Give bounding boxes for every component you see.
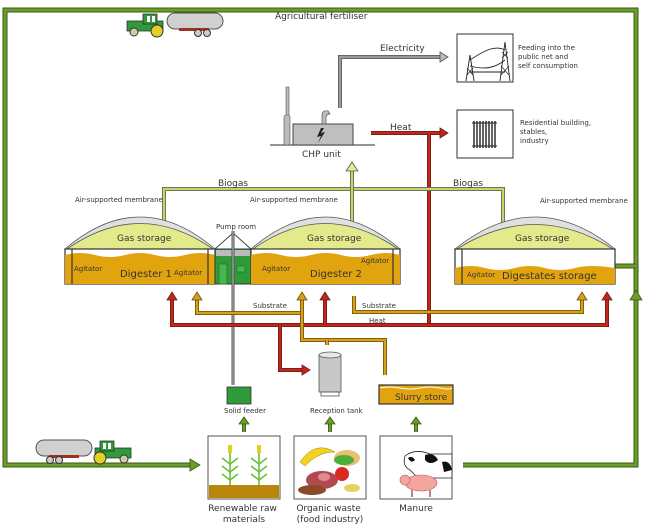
residential-line-2: stables, [520, 128, 547, 136]
arrow-right-icon [189, 458, 201, 472]
arrow-up-icon [319, 291, 331, 301]
pump-room-label: Pump room [216, 223, 256, 231]
pump-room-icon [213, 231, 253, 385]
solid-feeder-label: Solid feeder [224, 407, 266, 415]
arrow-up-icon [601, 291, 613, 301]
gas-storage-label-3: Gas storage [515, 234, 570, 244]
arrow-up-icon [166, 291, 178, 301]
lightning-icon [317, 128, 325, 143]
digester-2-label: Digester 2 [310, 269, 362, 280]
feeding-line-1: Feeding into the [518, 44, 575, 52]
digester-1 [63, 216, 217, 285]
digestates-storage [453, 216, 617, 285]
arrow-up-icon [629, 289, 643, 301]
arrow-up-icon [238, 416, 250, 432]
arrow-right-icon [439, 51, 449, 63]
heat-label-bottom: Heat [369, 317, 386, 325]
electricity-label: Electricity [380, 44, 425, 54]
membrane-label-3: Air-supported membrane [540, 197, 628, 205]
reception-tank-icon [318, 351, 342, 397]
arrow-right-icon [301, 364, 311, 376]
residential-line-3: industry [520, 137, 549, 145]
chp-unit-icon [270, 86, 375, 146]
digestates-storage-label: Digestates storage [502, 271, 597, 282]
heat-label-top: Heat [390, 123, 412, 133]
agitator-label-1a: Agitator [74, 265, 102, 273]
residential-line-1: Residential building, [520, 119, 591, 127]
renewable-label-1: Renewable raw [208, 504, 277, 514]
renewable-label-2: materials [223, 515, 266, 525]
substrate-pipe [195, 296, 584, 375]
gas-storage-label-1: Gas storage [117, 234, 172, 244]
manure-label: Manure [399, 504, 433, 514]
substrate-label-right: Substrate [362, 302, 396, 310]
gas-storage-label-2: Gas storage [307, 234, 362, 244]
svg-text:Residential building, stab: Residential building, stables, industry [520, 119, 593, 145]
svg-text:Renewable raw materials: Renewable raw materials [208, 504, 280, 525]
substrate-label-left: Substrate [253, 302, 287, 310]
arrow-up-icon [345, 161, 359, 172]
agitator-label-3: Agitator [467, 271, 495, 279]
heat-pipe-bottom [170, 299, 609, 372]
digester-1-label: Digester 1 [120, 269, 172, 280]
arrow-up-icon [296, 291, 308, 301]
feeding-line-3: self consumption [518, 62, 578, 70]
agricultural-fertiliser-label: Agricultural fertiliser [275, 12, 368, 22]
heat-pipe-top [371, 127, 449, 325]
manure-icon [379, 435, 453, 500]
tractor-tanker-icon-top [126, 12, 224, 38]
arrow-up-icon [324, 416, 336, 432]
organic-waste-icon [293, 435, 367, 500]
organic-waste-label-1: Organic waste [296, 504, 361, 514]
tractor-tanker-icon-bottom [35, 439, 132, 465]
electricity-pipe [338, 51, 449, 108]
agitator-label-1b: Agitator [174, 269, 202, 277]
renewable-materials-icon [207, 435, 281, 500]
slurry-store-label: Slurry store [395, 393, 448, 403]
chp-unit-label: CHP unit [302, 150, 341, 160]
reception-tank-label: Reception tank [310, 407, 364, 415]
power-grid-icon [456, 33, 514, 83]
biogas-label-right: Biogas [453, 179, 483, 189]
solid-feeder-icon [226, 386, 252, 405]
slurry-store-icon [378, 384, 454, 405]
arrow-right-icon [439, 127, 449, 139]
feeding-line-2: public net and [518, 53, 568, 61]
membrane-label-1: Air-supported membrane [75, 196, 163, 204]
agitator-label-2b: Agitator [361, 257, 389, 265]
biogas-label-left: Biogas [218, 179, 248, 189]
svg-text:Feeding into the public ne: Feeding into the public net and self con… [518, 44, 578, 70]
agitator-label-2: Agitator [262, 265, 290, 273]
radiator-icon [456, 109, 514, 159]
svg-text:Organic waste (food indust: Organic waste (food industry) [296, 504, 363, 525]
arrow-up-icon [576, 291, 588, 301]
arrow-up-icon [410, 416, 422, 432]
digester-2 [249, 216, 402, 285]
membrane-label-2: Air-supported membrane [250, 196, 338, 204]
organic-waste-label-2: (food industry) [297, 515, 364, 525]
arrow-up-icon [191, 291, 203, 301]
